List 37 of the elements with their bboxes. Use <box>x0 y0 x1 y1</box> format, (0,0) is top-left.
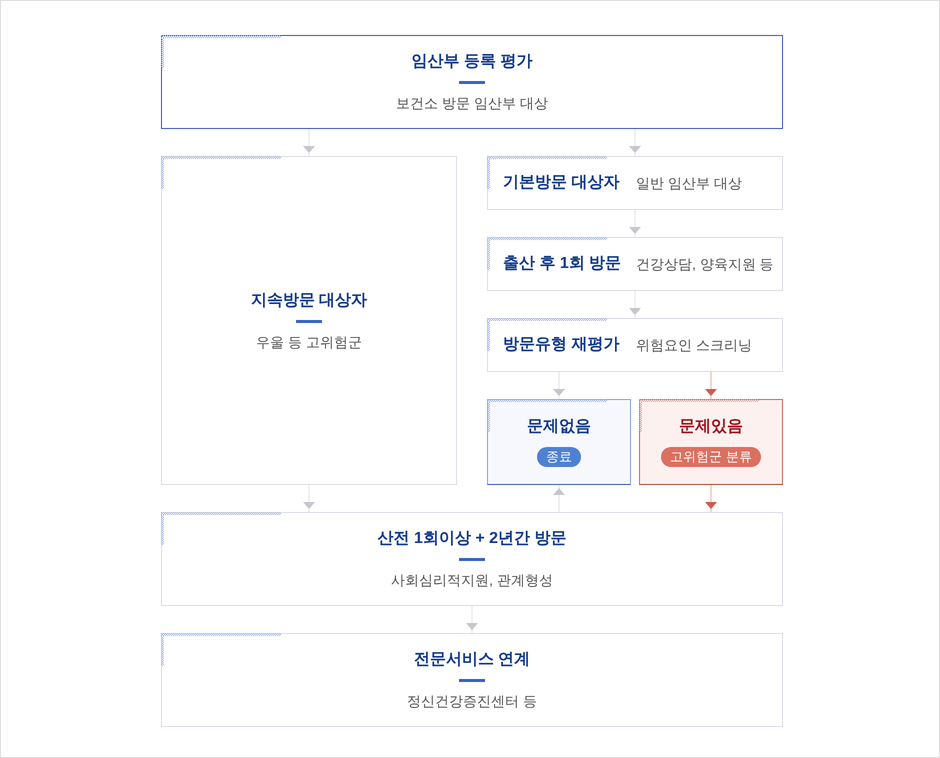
box-heading: 문제있음 <box>679 417 743 437</box>
arrow <box>466 606 478 634</box>
box-description: 위험요인 스크리닝 <box>636 336 752 354</box>
box-description: 우울 등 고위험군 <box>256 332 362 350</box>
process-box <box>161 633 783 727</box>
box-heading: 기본방문 대상자 <box>503 173 620 193</box>
box-heading: 방문유형 재평가 <box>503 335 620 355</box>
box-heading: 문제없음 <box>527 417 591 437</box>
box-heading: 전문서비스 연계 <box>414 650 530 670</box>
result-box <box>487 399 631 485</box>
arrow <box>553 484 565 512</box>
arrow <box>303 484 315 512</box>
status-pill: 고위험군 분류 <box>661 447 761 467</box>
box-description: 보건소 방문 임산부 대상 <box>396 94 548 112</box>
status-pill: 종료 <box>537 447 581 467</box>
process-box <box>487 237 783 291</box>
process-box <box>161 35 783 129</box>
arrow <box>705 372 717 400</box>
result-box <box>639 399 783 485</box>
box-heading: 출산 후 1회 방문 <box>503 254 622 274</box>
arrow <box>553 372 565 400</box>
arrow <box>705 484 717 512</box>
box-description: 일반 임산부 대상 <box>636 174 742 192</box>
box-description: 정신건강증진센터 등 <box>407 692 537 710</box>
arrow <box>629 210 641 238</box>
box-heading: 지속방문 대상자 <box>250 290 368 310</box>
box-heading: 산전 1회이상 + 2년간 방문 <box>378 529 566 549</box>
process-box <box>487 156 783 210</box>
process-box <box>487 318 783 372</box>
arrow <box>629 290 641 318</box>
process-box <box>161 156 457 485</box>
box-description: 건강상담, 양육지원 등 <box>636 255 774 273</box>
box-description: 사회심리적지원, 관계형성 <box>391 571 553 589</box>
arrow <box>303 128 315 156</box>
process-box <box>161 512 783 606</box>
arrow <box>629 128 641 156</box>
box-heading: 임산부 등록 평가 <box>412 52 532 72</box>
